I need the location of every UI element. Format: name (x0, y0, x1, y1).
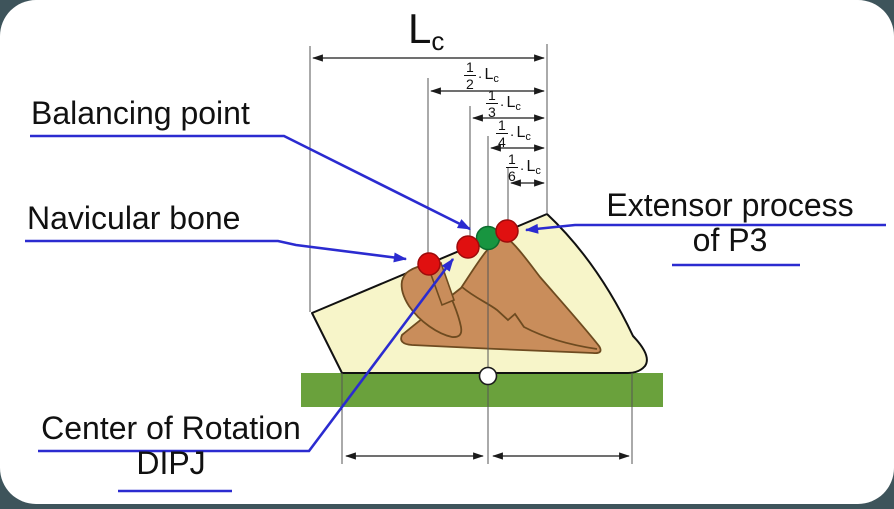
center-of-rotation-line2: DIPJ (136, 445, 206, 482)
center-of-rotation-label: Center of Rotation DIPJ (26, 410, 316, 482)
dimension-arrows (312, 54, 630, 460)
bone-sole-line (461, 286, 598, 350)
balancing-point-leader (30, 134, 471, 231)
extensor-process-p3-marker (495, 219, 519, 243)
extensor-process-label: Extensor process of P3 (565, 187, 894, 259)
dipj-leader (38, 258, 455, 453)
center-of-rotation-line1: Center of Rotation (41, 410, 301, 446)
balancing-point-label: Balancing point (31, 95, 250, 131)
ground-projection-marker (478, 366, 498, 386)
navicular-bone-leader (25, 239, 408, 263)
extensor-process-line2: of P3 (692, 222, 768, 259)
extensor-process-line1: Extensor process (606, 187, 854, 223)
navicular-bone-label: Navicular bone (27, 200, 241, 236)
dim-label-lc: Lc (408, 5, 445, 56)
extensor-leader (524, 223, 886, 234)
leader-lines (25, 134, 886, 493)
navicular-bone-marker (417, 252, 441, 276)
extension-lines (309, 44, 633, 464)
center-of-rotation-dipj-marker (456, 235, 480, 259)
